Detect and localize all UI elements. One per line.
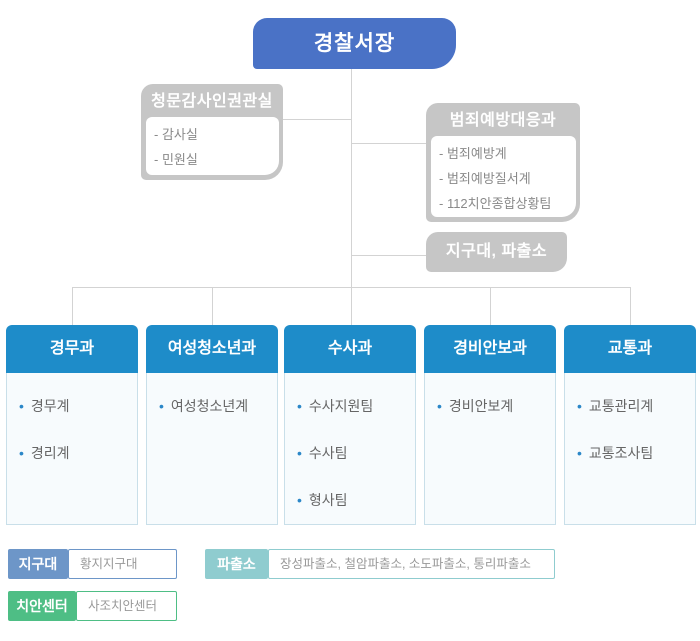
department-title: 교통과 (564, 325, 696, 373)
team-item: 교통조사팀 (577, 444, 687, 462)
department-title: 경무과 (6, 325, 138, 373)
crime-prevention-list: - 범죄예방계 - 범죄예방질서계 - 112치안종합상황팀 (431, 136, 576, 217)
substation-value: 장성파출소, 철암파출소, 소도파출소, 통리파출소 (268, 549, 555, 579)
department-team-list: 수사지원팀수사팀형사팀 (284, 373, 416, 525)
department-box: 여성청소년과여성청소년계 (146, 325, 278, 525)
team-item: 교통관리계 (577, 397, 687, 415)
connector-line (351, 255, 426, 256)
team-item: 여성청소년계 (159, 397, 269, 415)
crime-prevention-box: 범죄예방대응과 - 범죄예방계 - 범죄예방질서계 - 112치안종합상황팀 (426, 103, 580, 222)
team-item: 경무계 (19, 397, 129, 415)
hearing-office-title: 청문감사인권관실 (151, 93, 273, 110)
connector-line (351, 69, 352, 287)
department-title: 여성청소년과 (146, 325, 278, 373)
hearing-office-box: 청문감사인권관실 - 감사실 - 민원실 (141, 84, 283, 180)
hearing-office-list: - 감사실 - 민원실 (146, 117, 279, 175)
team-item: 경비안보계 (437, 397, 547, 415)
connector-line (351, 287, 352, 325)
department-box: 경비안보과경비안보계 (424, 325, 556, 525)
district-substation-box: 지구대, 파출소 (426, 232, 567, 272)
team-item: 경리계 (19, 444, 129, 462)
list-item: - 감사실 (154, 127, 198, 142)
department-box: 경무과경무계경리계 (6, 325, 138, 525)
district-value: 황지지구대 (68, 549, 177, 579)
chief-label: 경찰서장 (313, 32, 396, 55)
connector-line (283, 119, 352, 120)
department-team-list: 경비안보계 (424, 373, 556, 525)
department-team-list: 여성청소년계 (146, 373, 278, 525)
department-box: 수사과수사지원팀수사팀형사팀 (284, 325, 416, 525)
district-tag: 지구대 (8, 549, 68, 579)
list-item: - 범죄예방계 (439, 146, 507, 161)
team-item: 형사팀 (297, 491, 407, 509)
team-item: 수사팀 (297, 444, 407, 462)
connector-line (351, 143, 426, 144)
department-team-list: 교통관리계교통조사팀 (564, 373, 696, 525)
crime-prevention-title: 범죄예방대응과 (449, 112, 557, 129)
department-title: 수사과 (284, 325, 416, 373)
connector-line (630, 287, 631, 325)
list-item: - 민원실 (154, 152, 198, 167)
team-item: 수사지원팀 (297, 397, 407, 415)
department-box: 교통과교통관리계교통조사팀 (564, 325, 696, 525)
list-item: - 112치안종합상황팀 (439, 196, 552, 211)
department-title: 경비안보과 (424, 325, 556, 373)
substation-tag: 파출소 (205, 549, 268, 579)
connector-line (490, 287, 491, 325)
list-item: - 범죄예방질서계 (439, 171, 531, 186)
department-team-list: 경무계경리계 (6, 373, 138, 525)
connector-line (72, 287, 73, 325)
police-center-value: 사조치안센터 (76, 591, 177, 621)
connector-line (212, 287, 213, 325)
police-center-tag: 치안센터 (8, 591, 76, 621)
chief-box: 경찰서장 (253, 18, 456, 69)
